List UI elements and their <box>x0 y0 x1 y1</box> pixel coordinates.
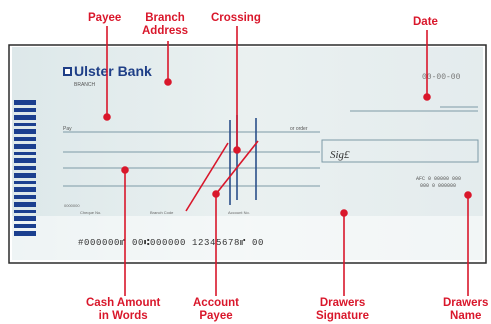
label-cash-line-1: Cash Amount <box>86 297 161 309</box>
barcode-icon <box>14 100 36 236</box>
amount-box <box>321 139 479 163</box>
label-signature-line-2: Signature <box>316 310 370 322</box>
cheque-lower-band <box>12 216 483 260</box>
amount-sign: Sig£ <box>330 149 350 161</box>
label-date: Date <box>413 16 438 29</box>
label-branch-line-2: Address <box>142 25 189 37</box>
callout-leader-lines <box>103 26 472 296</box>
ulster-bank-logo-icon <box>63 67 72 76</box>
order-text: or order <box>290 126 308 132</box>
stub-text-3: Branch Code <box>150 210 174 215</box>
label-drawers-signature: Drawers Signature <box>316 297 369 323</box>
stub-text-1: 0000000 <box>64 203 80 208</box>
micr-line: #000000⑈ 00⑆000000 12345678⑈ 00 <box>78 238 264 248</box>
label-account-line-1: Account <box>193 297 239 309</box>
label-crossing-text: Crossing <box>211 12 261 24</box>
account-line-2: 000 0 000000 <box>420 183 456 189</box>
label-cash-amount-words: Cash Amount in Words <box>86 297 160 323</box>
label-crossing: Crossing <box>211 12 261 25</box>
label-branch-line-1: Branch <box>145 12 185 24</box>
stub-text-2: Cheque No. <box>80 210 101 215</box>
label-payee-text: Payee <box>88 12 122 24</box>
label-account-line-2: Payee <box>199 310 233 322</box>
label-name-line-2: Name <box>450 310 482 322</box>
label-branch-address: Branch Address <box>142 12 188 38</box>
label-date-text: Date <box>413 16 438 28</box>
bank-name: Ulster Bank <box>74 63 152 79</box>
label-signature-line-1: Drawers <box>319 297 366 309</box>
label-name-line-1: Drawers <box>443 297 489 309</box>
label-cash-line-2: in Words <box>98 310 148 322</box>
label-payee: Payee <box>88 12 121 25</box>
label-drawers-name: Drawers Name <box>443 297 488 323</box>
date-field: 00-00-00 <box>422 73 461 82</box>
account-line-1: AFC 0 00000 000 <box>416 176 461 182</box>
stub-text-4: Account No. <box>228 210 250 215</box>
label-account-payee: Account Payee <box>193 297 239 323</box>
payee-prefix: Pay <box>63 126 72 132</box>
branch-small-text: BRANCH <box>74 82 96 88</box>
